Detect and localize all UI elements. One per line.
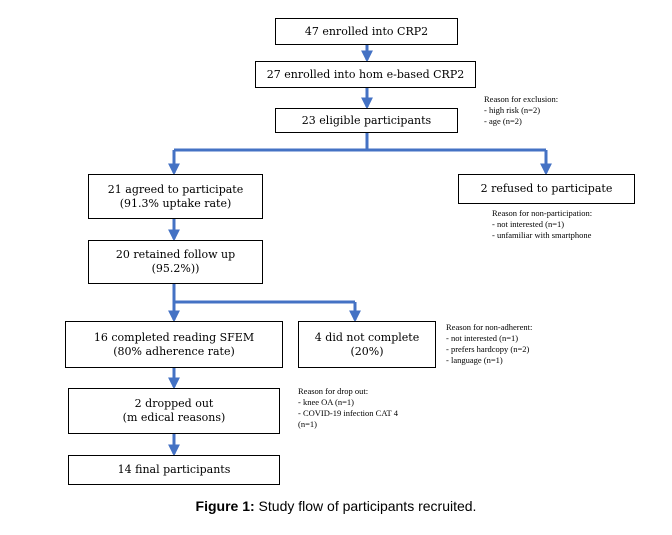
box-enrolled-crp2-text: 47 enrolled into CRP2 (304, 24, 429, 38)
box-enrolled-home-text: 27 enrolled into hom e-based CRP2 (266, 67, 465, 81)
figure-caption-label: Figure 1: (195, 498, 255, 514)
note-non-participation-item2: - unfamiliar with smartphone (492, 230, 592, 240)
note-drop-out-title: Reason for drop out: (298, 386, 369, 396)
box-not-complete: 4 did not complete (20%) (298, 321, 436, 368)
box-dropped-line1: 2 dropped out (134, 397, 214, 410)
box-agreed-line1: 21 agreed to participate (107, 182, 244, 196)
note-non-adherent-item2: - prefers hardcopy (n=2) (446, 344, 530, 354)
note-drop-out-item2: - COVID-19 infection CAT 4 (298, 408, 398, 418)
box-not-complete-line2: (20%) (350, 344, 384, 358)
note-exclusion-item1: - high risk (n=2) (484, 105, 541, 115)
box-completed: 16 completed reading SFEM (80% adherence… (65, 321, 283, 368)
note-non-participation-title: Reason for non-participation: (492, 208, 593, 218)
note-non-adherent-item1: - not interested (n=1) (446, 333, 519, 343)
box-dropped: 2 dropped out (m edical reasons) (68, 388, 280, 434)
box-retained-line1: 20 retained follow up (115, 248, 236, 261)
note-non-adherent-item3: - language (n=1) (446, 355, 503, 365)
box-refused: 2 refused to participate (458, 174, 635, 204)
box-not-complete-line1: 4 did not complete (314, 330, 420, 344)
box-completed-line1: 16 completed reading SFEM (93, 330, 255, 344)
note-non-participation: Reason for non-participation: - not inte… (492, 208, 592, 241)
note-drop-out-item1: - knee OA (n=1) (298, 397, 355, 407)
box-eligible: 23 eligible participants (275, 108, 458, 133)
box-dropped-line2: (m edical reasons) (122, 411, 226, 424)
box-agreed-line2: (91.3% uptake rate) (119, 196, 232, 210)
box-final: 14 final participants (68, 455, 280, 485)
note-drop-out-item3: (n=1) (298, 419, 317, 429)
box-enrolled-home: 27 enrolled into hom e-based CRP2 (255, 61, 476, 88)
note-exclusion: Reason for exclusion: - high risk (n=2) … (484, 94, 558, 127)
note-non-adherent-title: Reason for non-adherent: (446, 322, 533, 332)
note-non-adherent: Reason for non-adherent: - not intereste… (446, 322, 532, 366)
figure-caption-text: Study flow of participants recruited. (254, 498, 477, 514)
box-agreed: 21 agreed to participate (91.3% uptake r… (88, 174, 263, 219)
box-completed-line2: (80% adherence rate) (113, 344, 235, 358)
box-retained: 20 retained follow up (95.2%)) (88, 240, 263, 284)
box-retained-line2: (95.2%)) (151, 262, 200, 275)
figure-caption: Figure 1: Study flow of participants rec… (0, 498, 672, 514)
note-drop-out: Reason for drop out: - knee OA (n=1) - C… (298, 386, 398, 430)
note-exclusion-title: Reason for exclusion: (484, 94, 559, 104)
box-refused-text: 2 refused to participate (480, 182, 613, 195)
box-enrolled-crp2: 47 enrolled into CRP2 (275, 18, 458, 45)
box-eligible-text: 23 eligible participants (301, 113, 432, 127)
note-exclusion-item2: - age (n=2) (484, 116, 522, 126)
box-final-text: 14 final participants (117, 463, 231, 476)
note-non-participation-item1: - not interested (n=1) (492, 219, 565, 229)
